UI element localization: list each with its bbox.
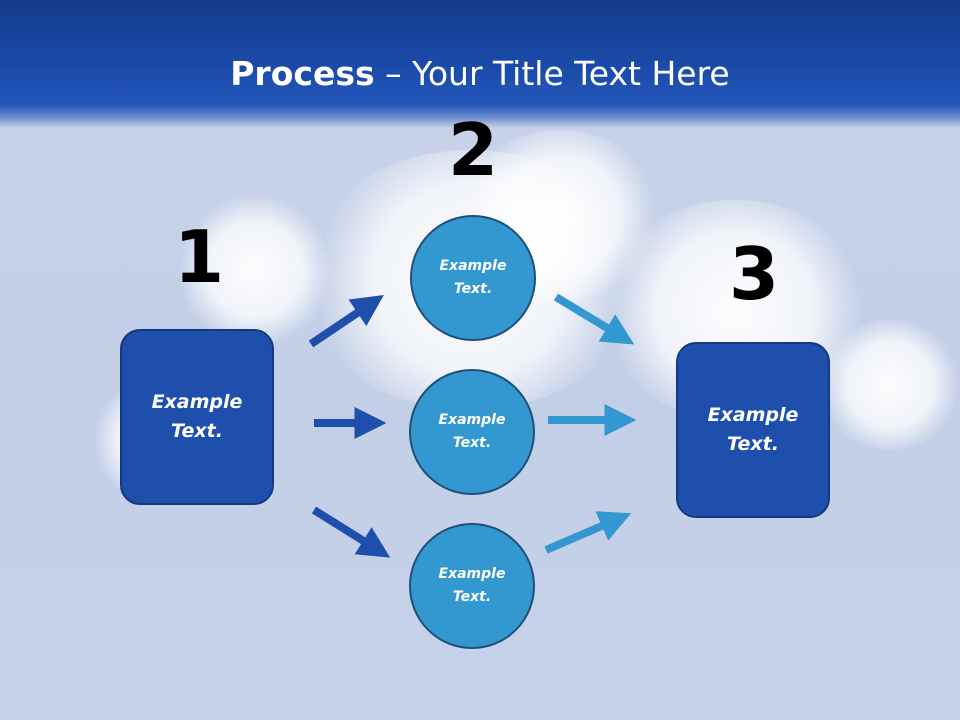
title-rest: – Your Title Text Here [374,54,730,93]
circle-middle-line1: Example [438,412,506,428]
step-3-text-line1: Example [707,404,799,426]
step-3-text-line2: Text. [727,433,779,455]
title-bold: Process [230,54,375,93]
step-1-number: 1 [173,215,225,299]
step-3-number: 3 [728,232,780,316]
circle-bottom-line2: Text. [452,589,492,605]
arrow-down-right [311,506,391,558]
arrow-up-right [308,294,384,348]
step-1-text-line1: Example [151,391,243,413]
circle-middle-line2: Text. [452,435,492,451]
circle-bottom-line1: Example [438,566,506,582]
cloud-decoration [820,320,960,450]
circle-top-line2: Text. [453,281,493,297]
arrow-down-right [553,293,635,345]
step-2-number: 2 [447,108,499,192]
circle-top-line1: Example [439,258,507,274]
step-1-text-line2: Text. [171,420,223,442]
slide-title: Process – Your Title Text Here [0,52,960,96]
cloud-decoration [180,195,330,345]
arrow-up-right [544,511,632,554]
title-bar [0,0,960,128]
